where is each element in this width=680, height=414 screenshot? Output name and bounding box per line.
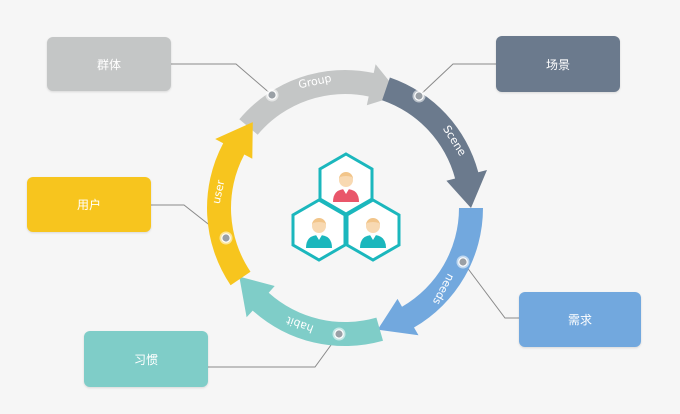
user-dot	[221, 233, 231, 243]
users-hexagon-icon	[291, 152, 401, 262]
scene-connector	[418, 63, 496, 97]
scene-box-label: 场景	[545, 57, 570, 72]
habit-arrow	[239, 276, 383, 347]
needs-arrow	[377, 208, 483, 336]
scene-box: 场景	[496, 36, 620, 92]
ring-arrows	[207, 64, 487, 347]
left-person-icon	[306, 218, 332, 248]
group-connector	[171, 63, 273, 96]
right-person-icon	[360, 218, 386, 248]
needs-dot	[458, 257, 468, 267]
habit-box-label: 习惯	[133, 352, 158, 367]
needs-box: 需求	[519, 292, 641, 347]
top-person-icon	[333, 172, 359, 202]
scene-dot	[414, 91, 424, 101]
ring-dots	[219, 88, 470, 341]
needs-connector	[462, 261, 519, 319]
group-box-label: 群体	[96, 57, 121, 72]
user-box: 用户	[27, 177, 151, 232]
user-box-label: 用户	[76, 198, 101, 212]
group-box: 群体	[47, 37, 171, 91]
group-arrow	[239, 64, 401, 135]
habit-dot	[334, 329, 344, 339]
habit-box: 习惯	[84, 331, 208, 387]
needs-box-label: 需求	[567, 313, 592, 327]
user-arc-label: user	[210, 178, 228, 205]
group-dot	[267, 90, 277, 100]
user-arrow	[207, 122, 253, 286]
scene-arrow	[382, 77, 487, 208]
